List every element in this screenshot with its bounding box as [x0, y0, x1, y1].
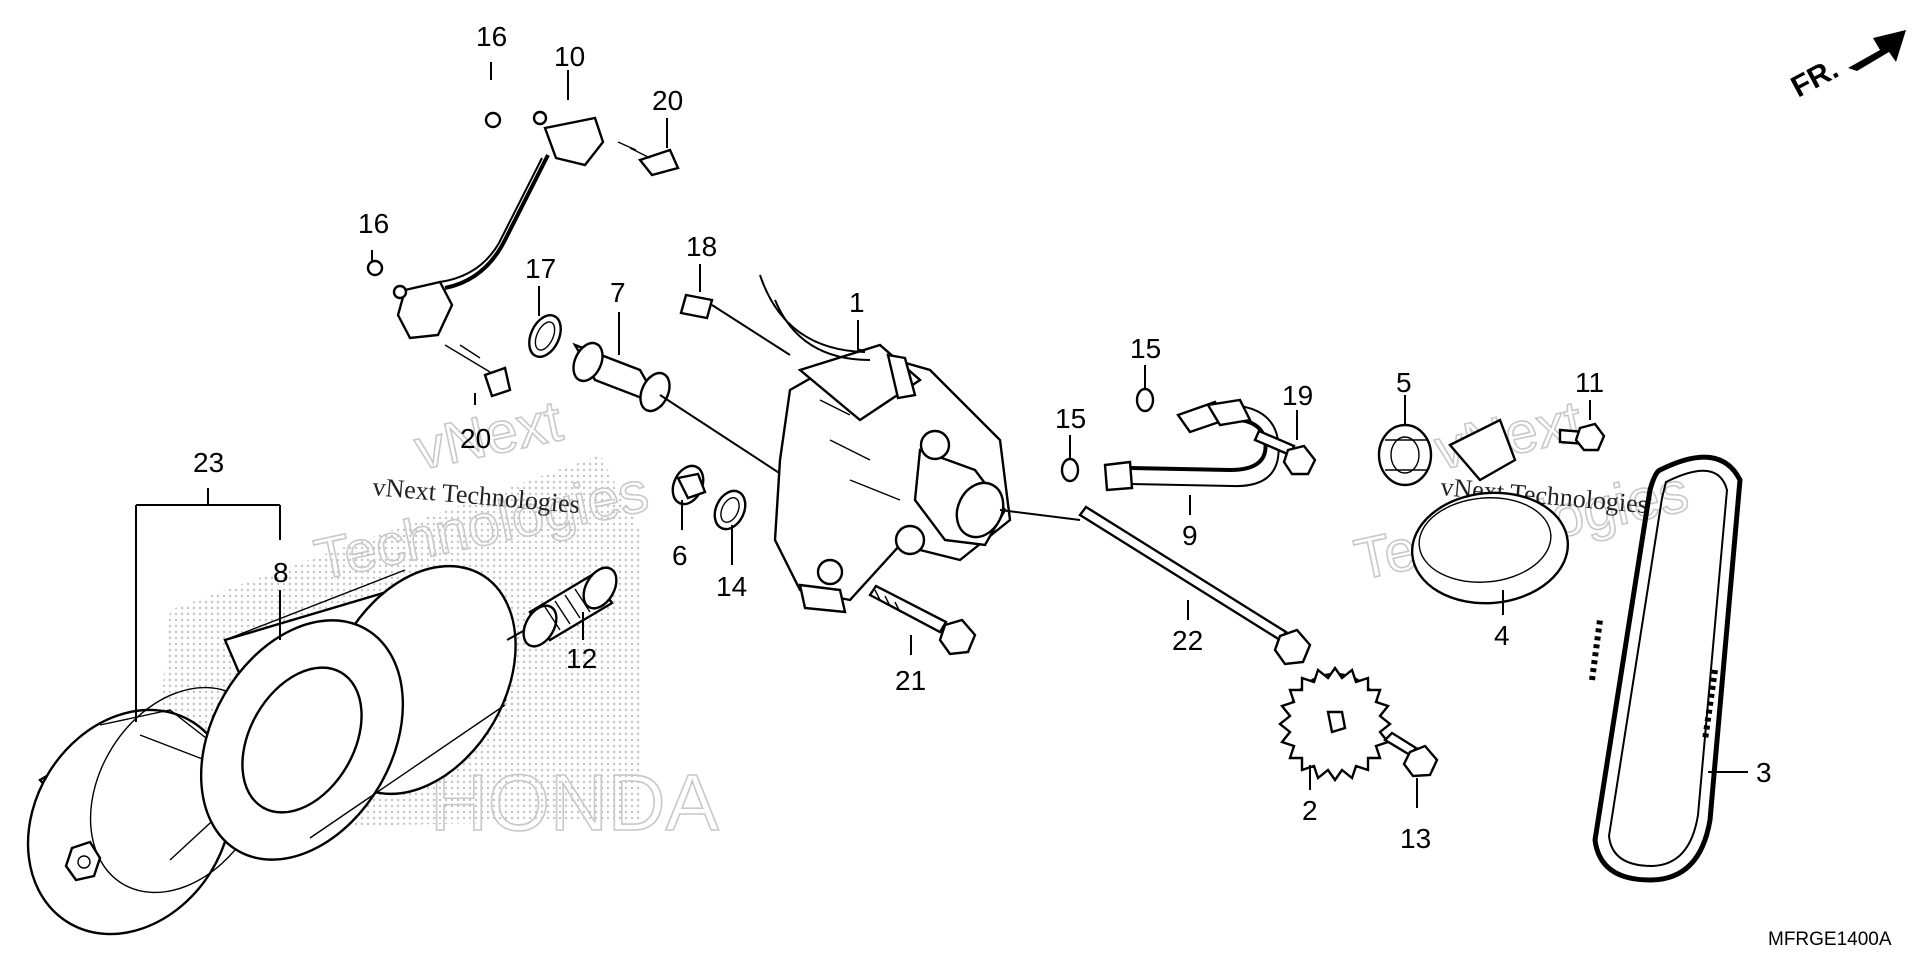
callout-3: 3 — [1756, 757, 1772, 788]
watermark-honda: HONDA — [430, 758, 720, 847]
pump-drive-sprocket — [1278, 665, 1439, 783]
oil-pipe — [1060, 387, 1317, 492]
oil-filter-cap — [26, 686, 271, 936]
callout-17: 17 — [525, 253, 556, 284]
callout-6: 6 — [672, 540, 688, 571]
front-direction-label: FR. — [1786, 52, 1844, 104]
oil-filter-bolt — [506, 566, 618, 648]
diagram-code: MFRGE1400A — [1768, 929, 1892, 950]
callout-18: 18 — [686, 231, 717, 262]
callout-11: 11 — [1575, 367, 1604, 398]
oil-strainer-pipe — [366, 110, 680, 398]
callout-20-top: 20 — [652, 85, 683, 116]
dowel-and-oring — [671, 464, 747, 531]
callout-14: 14 — [716, 571, 747, 602]
oil-pump-drive-chain — [1589, 454, 1743, 883]
callout-labels: 16 10 20 16 20 17 7 18 1 6 14 12 21 22 1… — [193, 21, 1772, 854]
callout-20-mid: 20 — [460, 423, 491, 454]
callout-4: 4 — [1494, 620, 1510, 651]
callout-19: 19 — [1282, 380, 1313, 411]
pump-mount-bolts — [868, 505, 1312, 666]
oil-strainer — [1377, 418, 1606, 605]
callout-13: 13 — [1400, 823, 1431, 854]
callout-7: 7 — [610, 277, 626, 308]
callout-16-top: 16 — [476, 21, 507, 52]
callout-2: 2 — [1302, 795, 1318, 826]
callout-22: 22 — [1172, 625, 1203, 656]
front-direction-arrow: FR. — [1786, 30, 1906, 104]
callout-1: 1 — [849, 287, 865, 318]
callout-15-mid: 15 — [1055, 403, 1086, 434]
callout-23: 23 — [193, 447, 224, 478]
leader-lines — [135, 62, 1748, 808]
oil-pump-assembly — [759, 274, 1012, 614]
callout-21: 21 — [895, 665, 926, 696]
callout-10: 10 — [554, 41, 585, 72]
callout-16-mid: 16 — [358, 208, 389, 239]
callout-9: 9 — [1182, 520, 1198, 551]
pump-shaft-and-rings — [528, 293, 791, 481]
callout-12: 12 — [566, 643, 597, 674]
callout-5: 5 — [1396, 367, 1412, 398]
callout-8: 8 — [273, 557, 289, 588]
callout-15-top: 15 — [1130, 333, 1161, 364]
oil-filter-cartridge — [199, 564, 517, 861]
